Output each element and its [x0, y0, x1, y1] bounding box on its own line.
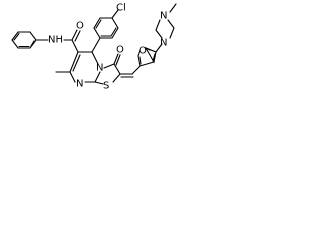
- pyrimidine-double-c7-c6: [72, 54, 81, 72]
- chlorine-label: Cl: [116, 3, 126, 14]
- lactam-oxygen-label: O: [116, 45, 124, 56]
- chlorophenyl-link-bond: [91, 37, 101, 53]
- pyrimidine-bond-c5-n4: [91, 51, 99, 65]
- furan-ring: [137, 46, 157, 67]
- thiazole-sulfur-label: S: [103, 81, 109, 92]
- pyrimidine-bond-n1-c7: [69, 71, 76, 83]
- thiazole-bond-c2-s: [112, 73, 121, 83]
- piperazine-ring: [155, 19, 175, 39]
- bond-lines: [11, 3, 177, 85]
- n-methyl-bond: [169, 3, 177, 13]
- thiazole-bond-n4-c3: [103, 63, 115, 69]
- carbonyl-ring-bond: [71, 39, 79, 53]
- ring-nitrogen-label: N: [96, 63, 103, 74]
- molecule-structure: NH O Cl N O N S O N N: [11, 3, 177, 92]
- piperazine-n4-label: N: [160, 11, 167, 22]
- carbonyl-double-bond-a: [71, 29, 78, 41]
- furan-oxygen-label: O: [139, 46, 147, 57]
- piperazine-n1-label: N: [160, 38, 167, 49]
- lactam-double-bond-a: [113, 53, 119, 65]
- amide-nh-label: NH: [48, 35, 63, 46]
- chloro-bond: [111, 9, 119, 19]
- carbonyl-double-bond-b: [74, 30, 81, 42]
- methylidene-furan-bond: [131, 65, 141, 75]
- pyrimidine-bond-c7-c6: [69, 51, 79, 73]
- furan-bond-c3-c2: [139, 61, 155, 67]
- phenyl-ring: [11, 31, 37, 49]
- amide-oxygen-label: O: [76, 21, 84, 32]
- thiazole-bond-s-c8a: [94, 81, 104, 85]
- thiazole-nitrogen-label: N: [76, 79, 83, 90]
- furan-bond-o-c5: [145, 47, 151, 51]
- thiazole-bond-c3-c2: [113, 63, 121, 75]
- chlorophenyl-ring: [93, 17, 119, 39]
- furan-bond-c2-o: [137, 49, 141, 57]
- furan-piperazine-bond: [155, 43, 163, 53]
- atom-labels: NH O Cl N O N S O N N: [48, 3, 167, 92]
- pyrimidine-bond-n4-c8a: [94, 71, 101, 83]
- lactam-double-bond-b: [115, 54, 121, 66]
